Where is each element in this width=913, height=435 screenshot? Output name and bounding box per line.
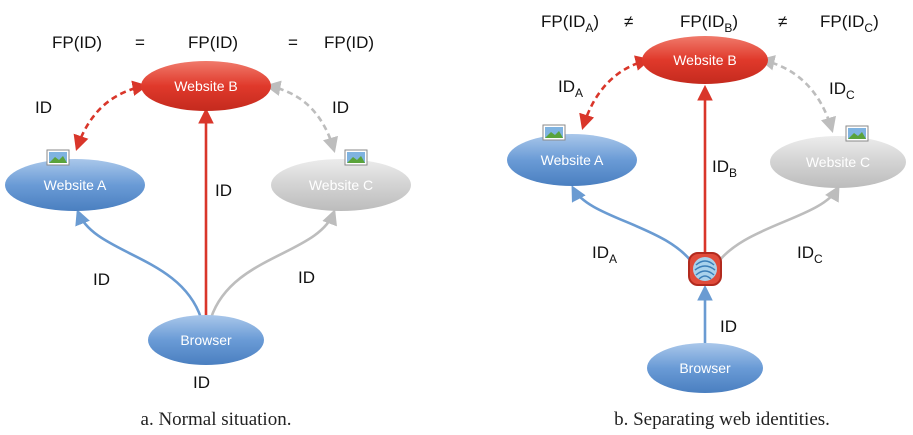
image-icon xyxy=(344,149,368,166)
node-website-a-label: Website A xyxy=(44,177,107,193)
image-icon xyxy=(845,125,869,142)
node-browser: Browser xyxy=(647,343,763,393)
edge-label-to-a: IDA xyxy=(592,243,617,266)
node-website-c: Website C xyxy=(770,136,906,188)
node-website-b-label: Website B xyxy=(673,52,737,68)
edge-website-c-website-b xyxy=(264,80,338,153)
node-website-c: Website C xyxy=(271,159,411,211)
node-website-a-label: Website A xyxy=(541,152,604,168)
fp-label-1: FP(ID) xyxy=(52,33,102,52)
edge-label-browser-c: ID xyxy=(298,268,315,287)
node-browser-label: Browser xyxy=(679,360,731,376)
edge-website-a-website-b xyxy=(73,80,149,151)
edge-label-browser-bottom: ID xyxy=(193,373,210,392)
fp-label-3: FP(ID) xyxy=(324,33,374,52)
node-browser: Browser xyxy=(148,315,264,365)
panel-a: FP(ID) = FP(ID) = FP(ID) Website B Websi… xyxy=(5,33,411,430)
equals-sign-1: = xyxy=(135,33,145,52)
fp-label-2: FP(ID) xyxy=(188,33,238,52)
caption-b: b. Separating web identities. xyxy=(614,409,830,430)
image-icon xyxy=(46,149,70,166)
edge-website-a-website-b xyxy=(579,55,652,130)
edge-label-browser-up: ID xyxy=(720,317,737,336)
fingerprint-icon xyxy=(688,252,722,286)
not-equal-sign-1: ≠ xyxy=(624,12,633,31)
caption-a: a. Normal situation. xyxy=(141,409,292,430)
node-website-a: Website A xyxy=(5,159,145,211)
edge-label-c-b: IDC xyxy=(829,79,855,102)
fp-label-c: FP(IDC) xyxy=(820,12,879,35)
edge-label-center: IDB xyxy=(712,157,737,180)
edge-proxy-website-c xyxy=(712,185,840,269)
node-website-b: Website B xyxy=(642,36,768,84)
node-website-c-label: Website C xyxy=(309,177,373,193)
edge-website-c-website-b xyxy=(758,55,836,133)
edge-label-to-c: IDC xyxy=(797,243,823,266)
edge-proxy-website-a xyxy=(571,185,698,269)
node-website-b: Website B xyxy=(141,61,271,111)
edge-label-browser-b: ID xyxy=(215,181,232,200)
edge-browser-website-a xyxy=(75,209,203,319)
image-icon xyxy=(542,124,566,141)
node-website-a: Website A xyxy=(507,134,637,186)
not-equal-sign-2: ≠ xyxy=(778,12,787,31)
edge-label-browser-a: ID xyxy=(93,270,110,289)
edge-label-a-b: ID xyxy=(35,98,52,117)
edge-browser-website-c xyxy=(209,209,337,319)
fp-label-b: FP(IDB) xyxy=(680,12,738,35)
node-website-b-label: Website B xyxy=(174,78,238,94)
edge-label-c-b: ID xyxy=(332,98,349,117)
equals-sign-2: = xyxy=(288,33,298,52)
fp-label-a: FP(IDA) xyxy=(541,12,599,35)
panel-b: FP(IDA) ≠ FP(IDB) ≠ FP(IDC) Website B We… xyxy=(507,12,906,430)
edge-label-a-b: IDA xyxy=(558,77,583,100)
node-website-c-label: Website C xyxy=(806,154,870,170)
node-browser-label: Browser xyxy=(180,332,232,348)
